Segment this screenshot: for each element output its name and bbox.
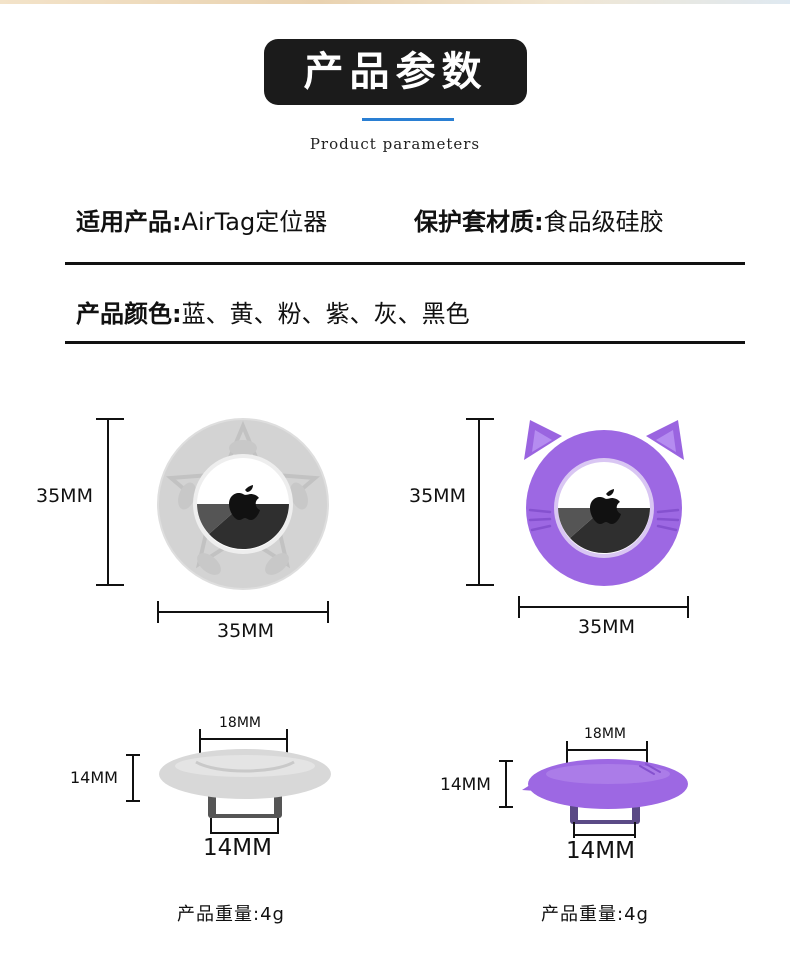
divider: [65, 262, 745, 265]
purple-cat-airtag-case-image: [524, 420, 684, 586]
dimension-tick: [499, 760, 513, 762]
width-dimension-line: [157, 611, 329, 613]
spec-applicable: 适用产品:AirTag定位器: [76, 202, 327, 237]
spec-colors: 产品颜色:蓝、黄、粉、紫、灰、黑色: [76, 294, 470, 329]
thickness-label: 14MM: [70, 768, 118, 787]
thickness-dimension-line: [505, 760, 507, 808]
dimension-tick: [126, 754, 140, 756]
spec-colors-value: 蓝、黄、粉、紫、灰、黑色: [181, 300, 470, 328]
dimension-tick: [277, 818, 279, 834]
bottom-width-label: 14MM: [203, 835, 272, 861]
dimension-tick: [199, 729, 201, 755]
dimension-tick: [646, 741, 648, 763]
dimension-tick: [327, 601, 329, 623]
dimension-tick: [566, 741, 568, 763]
bottom-width-dimension-line: [573, 834, 636, 836]
dimension-tick: [210, 818, 212, 834]
spec-colors-label: 产品颜色:: [76, 300, 182, 328]
dimension-tick: [573, 822, 575, 838]
thickness-dimension-line: [132, 754, 134, 802]
height-dimension-line: [478, 418, 480, 586]
purple-case-side-view-image: [522, 759, 688, 824]
page-title: 产品参数: [264, 39, 527, 105]
spec-material-label: 保护套材质:: [414, 208, 544, 236]
height-dimension-label: 35MM: [409, 485, 466, 507]
dimension-tick: [157, 601, 159, 623]
width-dimension-label: 35MM: [217, 620, 274, 642]
spec-material: 保护套材质:食品级硅胶: [414, 202, 664, 237]
product-weight: 产品重量:4g: [541, 904, 649, 925]
height-dimension-line: [107, 418, 109, 586]
width-dimension-line: [518, 606, 689, 608]
dimension-tick: [499, 806, 513, 808]
bottom-width-dimension-line: [210, 832, 279, 834]
dimension-tick: [96, 418, 124, 420]
dimension-tick: [466, 418, 494, 420]
dimension-tick: [286, 729, 288, 755]
dimension-tick: [96, 584, 124, 586]
top-width-dimension-line: [566, 749, 648, 751]
top-width-label: 18MM: [584, 726, 626, 742]
dimension-tick: [687, 596, 689, 618]
page-subtitle: Product parameters: [309, 135, 481, 153]
spec-applicable-label: 适用产品:: [76, 208, 182, 236]
spec-material-value: 食品级硅胶: [543, 208, 664, 236]
dimension-tick: [466, 584, 494, 586]
bottom-width-label: 14MM: [566, 838, 635, 864]
dimension-tick: [634, 822, 636, 838]
product-weight: 产品重量:4g: [177, 904, 285, 925]
top-width-label: 18MM: [219, 715, 261, 731]
divider: [65, 341, 745, 344]
top-decor-strip: [0, 0, 790, 4]
gray-airtag-case-image: [157, 418, 329, 590]
gray-case-side-view-image: [159, 749, 331, 818]
title-underline: [362, 118, 454, 121]
height-dimension-label: 35MM: [36, 485, 93, 507]
spec-applicable-value: AirTag定位器: [181, 208, 328, 236]
width-dimension-label: 35MM: [578, 616, 635, 638]
top-width-dimension-line: [199, 738, 288, 740]
dimension-tick: [126, 800, 140, 802]
thickness-label: 14MM: [440, 775, 491, 795]
dimension-tick: [518, 596, 520, 618]
